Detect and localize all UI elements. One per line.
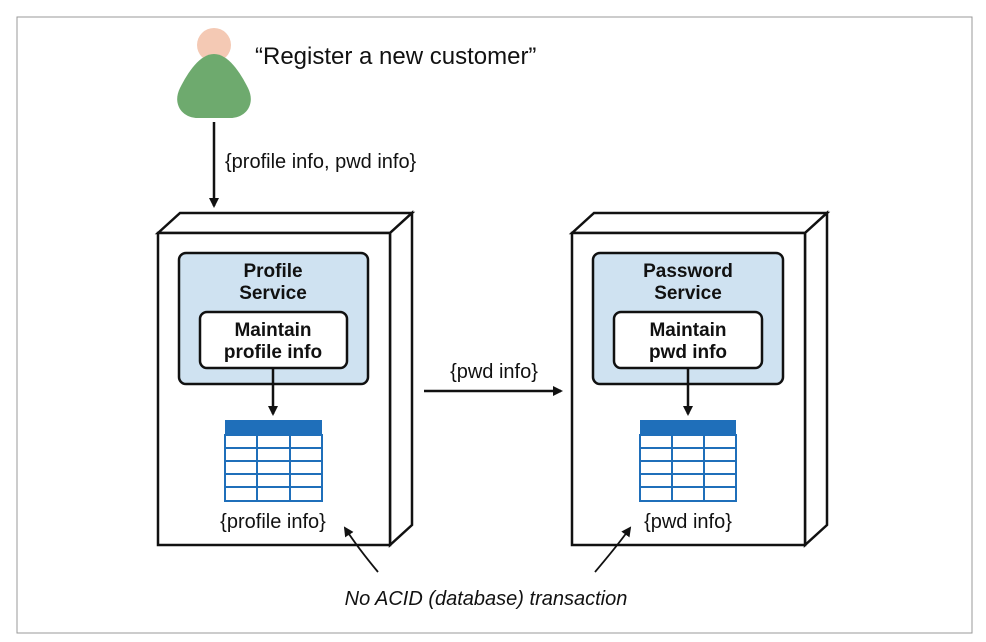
server-box-side: [388, 210, 414, 548]
actor-quote: “Register a new customer”: [255, 43, 536, 70]
server-box-top: [568, 211, 831, 235]
request-label: {profile info, pwd info}: [225, 151, 417, 173]
acid-arrow-left: [343, 526, 379, 573]
maintain-pwd-line-1: Maintain: [649, 320, 726, 341]
pwd-db-label: {pwd info}: [644, 511, 732, 533]
profile-service-title-2: Service: [239, 283, 307, 304]
pwd-database-table-icon: [639, 420, 737, 502]
actor-head: [197, 28, 231, 62]
acid-footnote: No ACID (database) transaction: [345, 588, 628, 610]
server-box-top: [154, 211, 416, 235]
actor-body: [177, 54, 251, 118]
maintain-profile-line-2: profile info: [224, 342, 322, 363]
customer-actor-icon: [177, 28, 251, 118]
server-box-side: [803, 210, 829, 548]
profile-database-table-icon: [224, 420, 323, 502]
profile-service-title-1: Profile: [243, 261, 302, 282]
profile-db-label: {profile info}: [220, 511, 326, 533]
maintain-pwd-line-2: pwd info: [649, 342, 727, 363]
password-service-title-2: Service: [654, 283, 722, 304]
diagram-frame: [16, 16, 973, 634]
maintain-profile-line-1: Maintain: [234, 320, 311, 341]
acid-arrow-right: [594, 526, 632, 573]
password-service-title-1: Password: [643, 261, 733, 282]
pwd-message-label: {pwd info}: [450, 361, 538, 383]
